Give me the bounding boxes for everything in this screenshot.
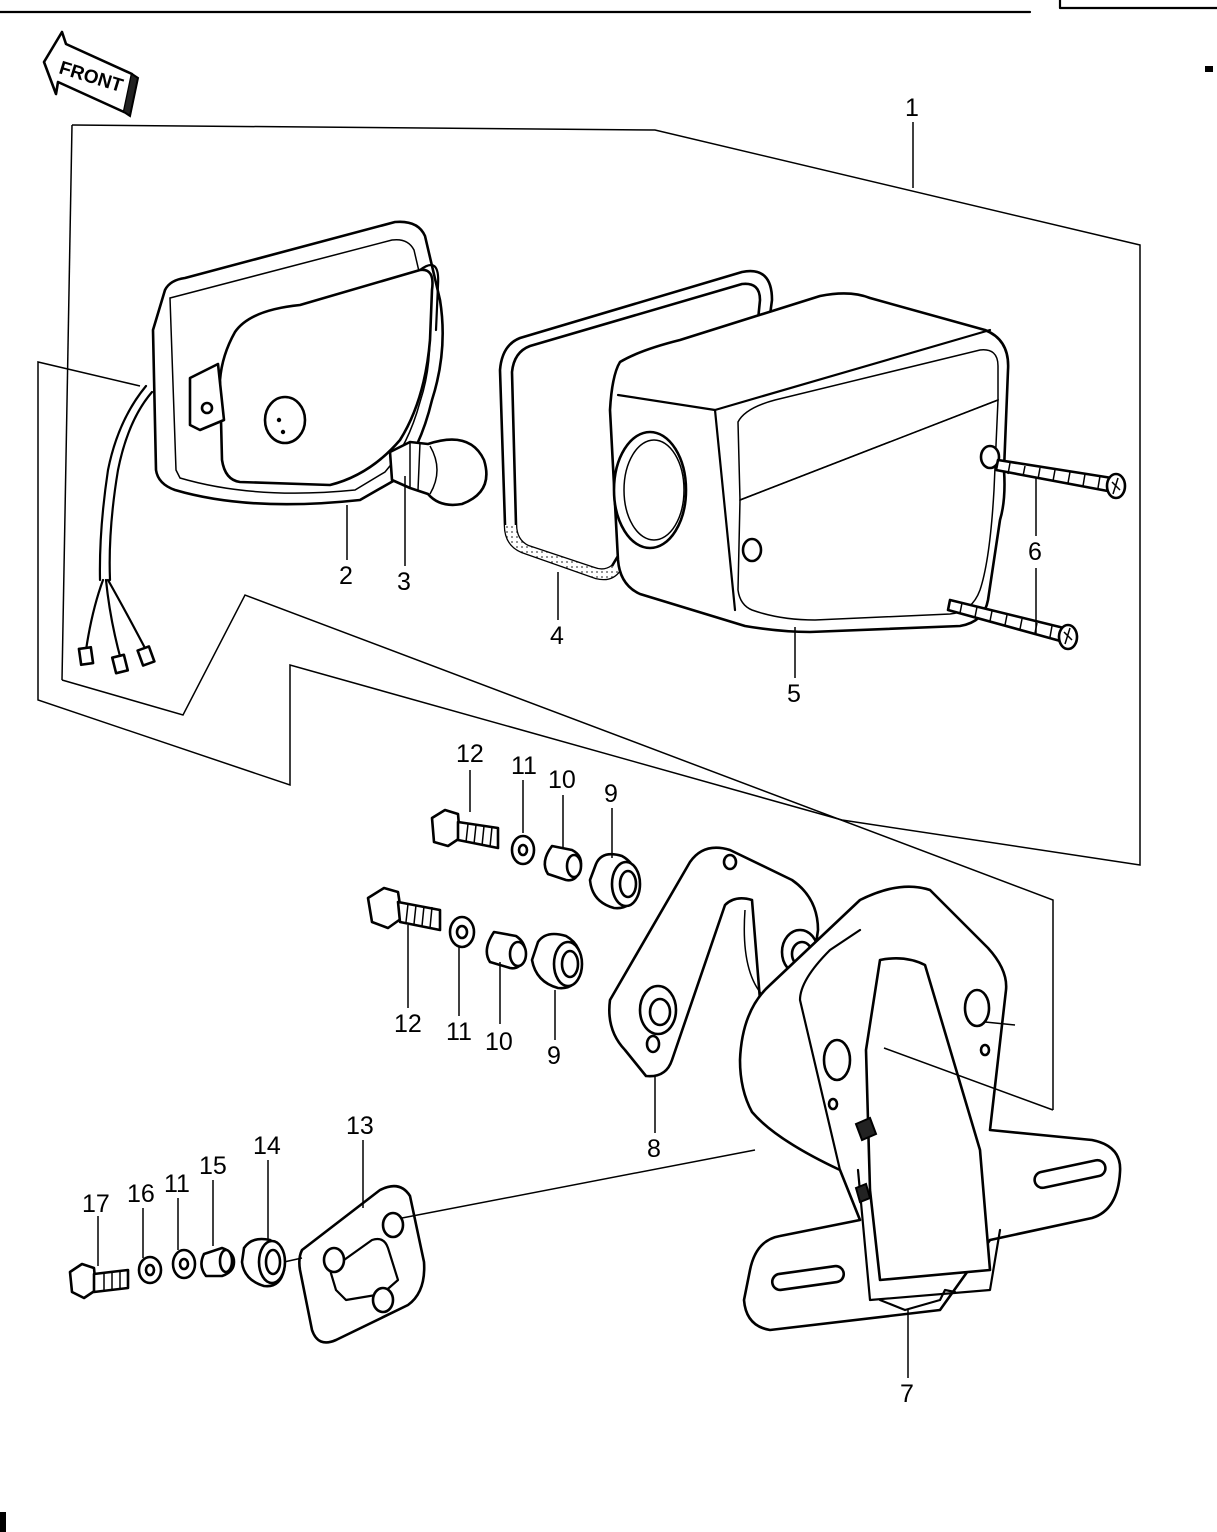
callout-9-lower: 9 <box>547 1042 561 1070</box>
callout-9-upper: 9 <box>604 780 618 808</box>
callout-8: 8 <box>647 1135 661 1163</box>
callout-11-bottom: 11 <box>164 1170 190 1198</box>
callout-1: 1 <box>905 94 919 122</box>
leader-lines <box>97 122 1054 1378</box>
wiring-harness <box>77 384 156 675</box>
callout-6: 6 <box>1028 538 1042 566</box>
callout-4: 4 <box>550 622 564 650</box>
callout-16: 16 <box>127 1180 155 1208</box>
lamp-housing <box>151 220 444 506</box>
tail-lens <box>608 292 1010 634</box>
front-arrow-icon: FRONT <box>42 30 140 118</box>
callout-2: 2 <box>339 562 353 590</box>
callout-10-lower: 10 <box>485 1028 513 1056</box>
callout-13: 13 <box>346 1112 374 1140</box>
callout-7: 7 <box>900 1380 914 1408</box>
callout-11-upper: 11 <box>511 752 537 780</box>
assembly-group-lines <box>37 124 1141 1110</box>
license-plate-bracket <box>738 885 1122 1332</box>
callout-15: 15 <box>199 1152 227 1180</box>
mounting-plate <box>298 1184 426 1344</box>
callout-5: 5 <box>787 680 801 708</box>
callout-17: 17 <box>82 1190 110 1218</box>
callout-numbers: 1 2 3 4 5 6 7 8 12 11 10 9 12 11 10 9 13… <box>82 94 1042 1408</box>
callout-3: 3 <box>397 568 411 596</box>
lens-screws <box>946 458 1127 651</box>
inner-bracket <box>608 846 820 1078</box>
callout-11-lower: 11 <box>446 1018 472 1046</box>
callout-10-upper: 10 <box>548 766 576 794</box>
upper-fastener-set <box>430 808 642 910</box>
bulb <box>388 438 488 507</box>
callout-14: 14 <box>253 1132 281 1160</box>
callout-12-upper: 12 <box>456 740 484 768</box>
plate-fastener-set <box>68 1237 287 1300</box>
callout-12-lower: 12 <box>394 1010 422 1038</box>
lower-fastener-set <box>366 886 584 990</box>
